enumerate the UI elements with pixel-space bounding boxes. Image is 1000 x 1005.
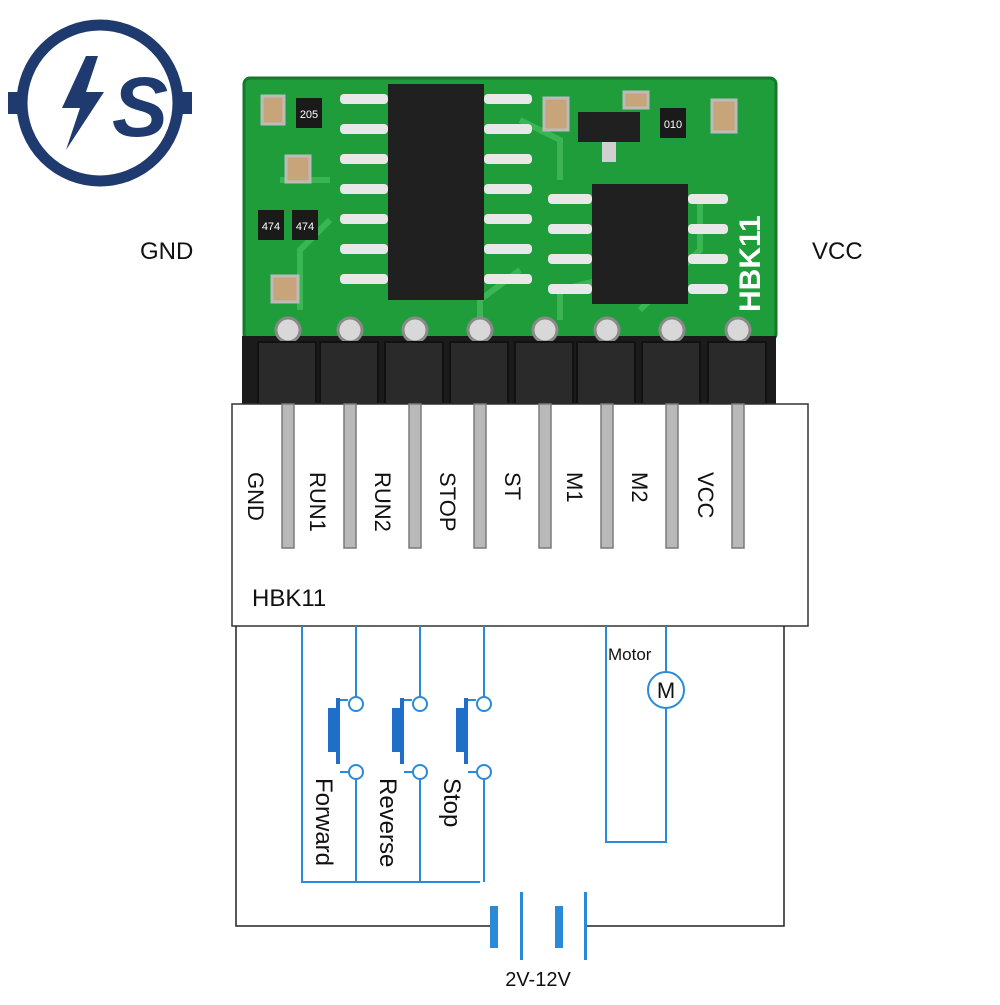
pin-label-st: ST <box>500 472 525 500</box>
pin-pad <box>724 316 752 344</box>
hbk11-pcb: 205 474 474 010 HBK11 <box>242 76 778 342</box>
pin-leg <box>408 403 422 549</box>
pcb-silk-label: HBK11 <box>734 215 767 312</box>
push-button-reverse: Reverse <box>374 696 428 867</box>
pin-pad <box>593 316 621 344</box>
driver-ic-chip <box>548 184 728 304</box>
pin-housing <box>384 341 444 405</box>
pin-label-m2: M2 <box>627 472 652 503</box>
pin-pad <box>658 316 686 344</box>
pin-labels: GND RUN1 RUN2 STOP ST M1 M2 VCC <box>243 472 718 532</box>
push-buttons: Forward Reverse Stop <box>310 696 492 867</box>
gnd-side-label: GND <box>140 238 194 265</box>
supply-voltage-label: 2V-12V <box>505 969 571 991</box>
brand-logo-icon: S <box>8 19 192 187</box>
pin-pad <box>466 316 494 344</box>
resistor-marking: 010 <box>664 119 682 131</box>
pin-label-run2: RUN2 <box>370 472 395 532</box>
pin-legs <box>281 403 745 549</box>
pin-leg <box>600 403 614 549</box>
vcc-side-label: VCC <box>812 238 863 265</box>
pin-leg <box>665 403 679 549</box>
pin-leg <box>343 403 357 549</box>
smd-components: 205 474 474 010 <box>258 90 738 304</box>
button-label: Forward <box>310 778 337 866</box>
main-ic-chip <box>340 84 532 300</box>
pin-leg <box>281 403 295 549</box>
motor-symbol: M <box>657 678 675 703</box>
motor-icon <box>647 671 685 709</box>
push-button-stop: Stop <box>438 696 492 827</box>
push-button-forward: Forward <box>310 696 364 866</box>
motor-label: Motor <box>608 645 652 664</box>
pin-housing <box>449 341 509 405</box>
schematic-circuit: Forward Reverse Stop M Motor 2V-12V <box>235 626 785 991</box>
transistor <box>578 112 640 142</box>
pin-housing <box>319 341 379 405</box>
pin-leg <box>538 403 552 549</box>
pin-label-box <box>231 403 809 627</box>
pin-housing <box>707 341 767 405</box>
pin-leg <box>473 403 487 549</box>
pin-housing <box>257 341 317 405</box>
button-label: Reverse <box>374 778 401 867</box>
resistor-marking: 474 <box>296 221 314 233</box>
pin-label-vcc: VCC <box>693 472 718 519</box>
pin-pads <box>257 316 767 405</box>
pin-pad <box>274 316 302 344</box>
pin-housing <box>576 341 636 405</box>
button-label: Stop <box>438 778 465 827</box>
pin-label-stop: STOP <box>435 472 460 532</box>
pin-housing <box>641 341 701 405</box>
pin-label-m1: M1 <box>562 472 587 503</box>
schematic-module-name: HBK11 <box>252 585 326 612</box>
pin-label-gnd: GND <box>243 472 268 521</box>
pin-leg <box>731 403 745 549</box>
pin-label-run1: RUN1 <box>305 472 330 532</box>
battery-icon <box>490 892 587 960</box>
logo-letter: S <box>112 60 168 154</box>
resistor-marking: 474 <box>262 221 280 233</box>
pin-pad <box>401 316 429 344</box>
resistor-marking: 205 <box>300 109 318 121</box>
pin-pad <box>336 316 364 344</box>
pin-housing <box>514 341 574 405</box>
pin-pad <box>531 316 559 344</box>
